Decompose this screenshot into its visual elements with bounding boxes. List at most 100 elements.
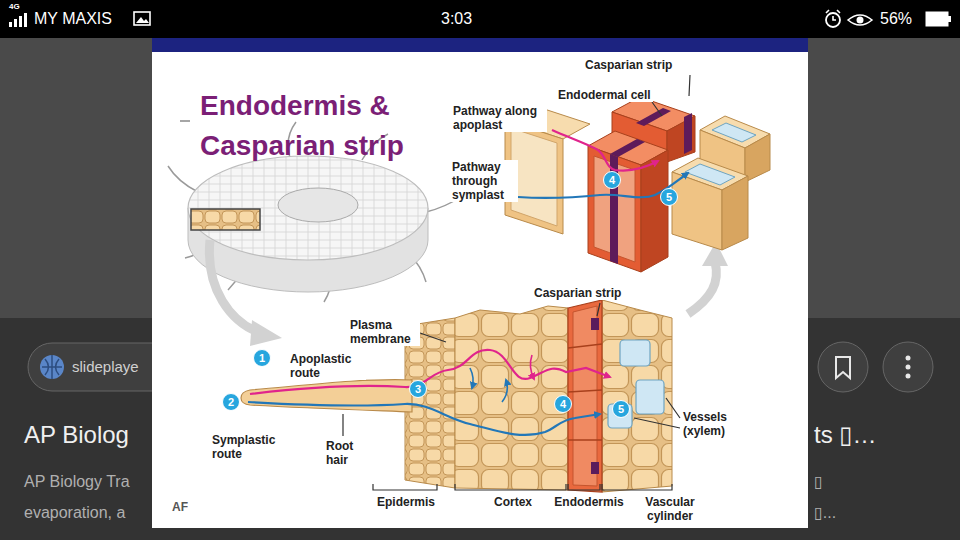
callout-text: 5 (618, 403, 624, 415)
status-bar (24, 13, 27, 27)
root-tissue-section (241, 380, 412, 412)
status-bar (0, 0, 960, 38)
root-tissue-section (636, 380, 664, 414)
region-label: Epidermis (366, 495, 446, 509)
endodermal-cells-3d (641, 150, 668, 272)
slide-footer: AF (172, 500, 188, 514)
slide (152, 38, 808, 528)
callout-number: 5 (612, 400, 630, 418)
endodermal-cells-3d (672, 172, 722, 250)
endodermal-cells-3d (745, 134, 770, 182)
page-text: ▯... (814, 503, 836, 523)
callout-text: 3 (415, 383, 421, 395)
root-cross-section (250, 320, 282, 346)
callout-text: 2 (228, 396, 234, 408)
part-label: Vessels (xylem) (681, 410, 745, 438)
root-cross-section (209, 240, 258, 332)
status-bar (948, 16, 951, 22)
root-cross-section (191, 209, 260, 230)
slide-title: Endodermis & Casparian strip (200, 86, 450, 166)
root-tissue-section (591, 318, 599, 330)
status-bar (0, 0, 960, 38)
endodermal-cells-3d (636, 108, 671, 126)
callout-number: 2 (222, 393, 240, 411)
page-text: ▯ (814, 472, 823, 492)
part-label: Pathway through symplast (450, 160, 518, 202)
endodermal-cells-3d (652, 75, 690, 116)
endodermal-cells-3d (552, 130, 658, 171)
callout-number: 1 (253, 349, 271, 367)
callout-text: 1 (259, 352, 265, 364)
status-text: 4G (9, 2, 20, 12)
root-tissue-section (502, 380, 507, 402)
callout-number: 4 (554, 395, 572, 413)
root-tissue-section (591, 462, 599, 474)
status-bar (136, 17, 149, 23)
dimmed-page (883, 342, 933, 392)
callout-text: 5 (666, 191, 672, 203)
dimmed-page (836, 357, 850, 378)
status-bar (857, 17, 864, 24)
root-tissue-section (455, 306, 568, 490)
part-label: Pathway along apoplast (451, 104, 547, 132)
region-label: Vascular cylinder (634, 495, 706, 523)
root-tissue-section (343, 303, 680, 436)
part-label: Endodermal cell (556, 88, 653, 102)
root-tissue-section (248, 402, 600, 435)
endodermal-cells-3d (712, 123, 756, 142)
dimmed-page (906, 374, 911, 379)
status-bar (14, 19, 17, 27)
root-tissue-section (373, 484, 672, 490)
page-text: AP Biology Tra (24, 472, 130, 492)
dimmed-page (42, 355, 62, 379)
part-label: Apoplastic route (288, 352, 366, 380)
root-tissue-section (573, 306, 597, 486)
dimmed-page (818, 342, 868, 392)
root-tissue-section (602, 300, 672, 492)
status-bar (9, 22, 12, 27)
callout-text: 4 (609, 174, 615, 186)
part-label: Plasma membrane (348, 318, 420, 346)
root-tissue-section (470, 368, 473, 388)
status-bar (826, 10, 840, 20)
status-bar (134, 12, 150, 25)
status-bar (848, 15, 872, 25)
status-bar (19, 16, 22, 27)
region-label: Endodermis (546, 495, 632, 509)
page-text: slideplaye (72, 358, 139, 376)
part-label: Casparian strip (583, 58, 674, 72)
slide (152, 38, 808, 52)
root-tissue-section (568, 300, 602, 492)
endodermal-cells-3d (722, 176, 748, 250)
slide (152, 38, 808, 528)
root-tissue-section (241, 300, 680, 492)
root-tissue-section (530, 355, 534, 379)
endodermal-cells-3d (588, 146, 641, 272)
page-text: AP Biolog (24, 421, 129, 449)
root-cross-section (188, 156, 428, 260)
root-tissue-section (250, 350, 610, 394)
status-bar (926, 12, 948, 26)
status-text: 56% (880, 9, 912, 29)
page-text: ts ▯… (814, 421, 877, 449)
callout-number: 4 (603, 171, 621, 189)
endodermal-cells-3d (685, 164, 735, 185)
status-text: 3:03 (441, 9, 472, 29)
root-cross-section (688, 262, 716, 314)
dimmed-page (906, 365, 911, 370)
endodermal-cells-3d (610, 139, 645, 157)
region-label: Cortex (476, 495, 550, 509)
callout-number: 5 (660, 188, 678, 206)
part-label: Casparian strip (532, 286, 623, 300)
page-text: evaporation, a (24, 503, 125, 523)
callout-text: 4 (560, 398, 566, 410)
part-label: Symplastic route (210, 433, 290, 461)
root-cross-section (278, 188, 358, 222)
part-label: Root hair (324, 439, 370, 467)
